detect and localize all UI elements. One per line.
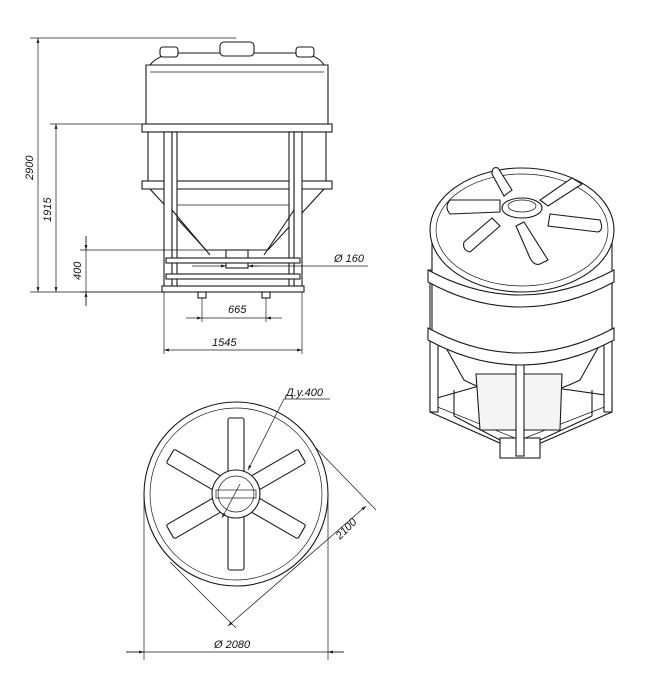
dim-outlet: Ø 160 xyxy=(192,253,368,268)
dim-frame-height: 1915 xyxy=(42,123,142,292)
top-view xyxy=(143,401,329,587)
dim-frame-width: 1545 xyxy=(163,292,303,354)
front-leg-left-inner xyxy=(171,131,178,289)
front-handle-left xyxy=(159,46,179,58)
front-band-upper xyxy=(141,123,333,133)
dim-label-160: Ø 160 xyxy=(333,253,365,265)
dim-label-du400: Д.у.400 xyxy=(284,387,324,399)
front-view xyxy=(141,41,333,299)
front-leg-right xyxy=(293,131,303,289)
dim-hatch: Д.у.400 xyxy=(221,387,330,519)
front-leg-right-inner xyxy=(288,131,295,289)
iso-band-upper xyxy=(427,269,615,308)
front-leg-left xyxy=(163,131,173,289)
dim-label-2100: 2100 xyxy=(333,516,360,543)
front-handle-right xyxy=(295,46,315,58)
dim-base-inner: 665 xyxy=(186,298,282,322)
dim-label-1545: 1545 xyxy=(212,337,237,349)
dim-tank-diameter: Ø 2080 xyxy=(126,494,344,660)
iso-hatch xyxy=(501,197,543,219)
front-base xyxy=(161,285,305,293)
dim-label-400: 400 xyxy=(72,261,84,280)
dim-label-1915: 1915 xyxy=(42,197,54,222)
iso-band-lower xyxy=(427,327,615,366)
isometric-view xyxy=(427,167,615,459)
plan-hatch xyxy=(211,469,261,519)
dim-label-2900: 2900 xyxy=(24,155,36,181)
front-tank-body xyxy=(145,64,329,131)
dim-label-2080: Ø 2080 xyxy=(213,639,251,651)
iso-ribs xyxy=(446,167,603,265)
front-hatch xyxy=(219,41,255,57)
dim-cone-height: 400 xyxy=(72,236,206,306)
dim-label-665: 665 xyxy=(228,304,247,316)
